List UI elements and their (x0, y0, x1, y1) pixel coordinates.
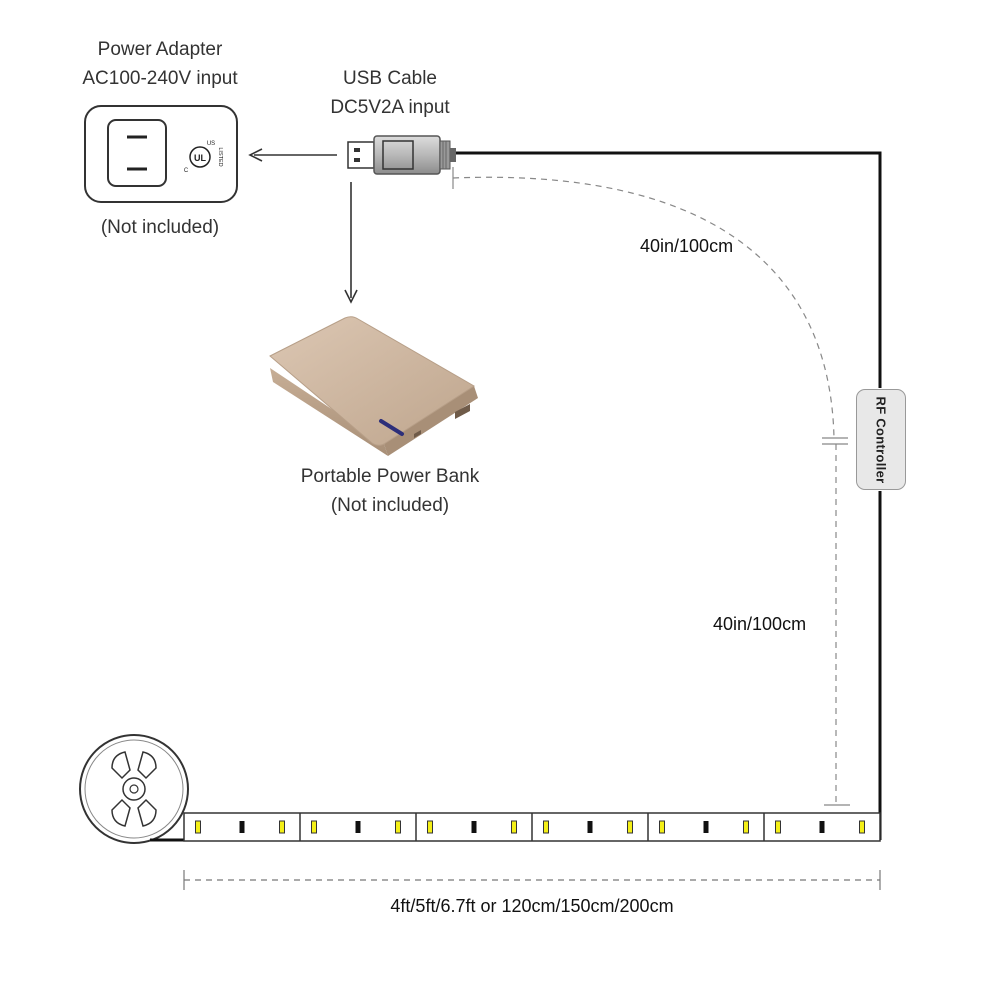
resistor (239, 821, 245, 833)
usb-cable-title: USB Cable (343, 68, 437, 89)
led-chip (427, 820, 433, 834)
power-bank-top (269, 316, 475, 446)
lower-cable-length: 40in/100cm (713, 614, 807, 634)
micro-usb-port-icon (414, 430, 421, 438)
led-chip (395, 820, 401, 834)
strip-segment (299, 813, 401, 841)
ul-listed-mark: LISTED (217, 147, 223, 166)
upper-cable-dimension (452, 167, 850, 806)
power-adapter-label: Power Adapter AC100-240V input (60, 35, 260, 93)
power-bank-title: Portable Power Bank (300, 466, 480, 487)
usb-cable-input: DC5V2A input (330, 97, 450, 118)
usb-wire (456, 151, 882, 388)
led-chip (859, 820, 865, 834)
led-chip (775, 820, 781, 834)
strip-segment (415, 813, 517, 841)
ul-c-mark: C (184, 168, 189, 174)
led-strip (183, 812, 881, 842)
led-chip (659, 820, 665, 834)
ul-us-mark: US (207, 141, 215, 147)
upper-cable-length: 40in/100cm (640, 236, 734, 256)
led-chip (511, 820, 517, 834)
rf-controller[interactable]: RF Controller (856, 389, 906, 490)
power-bank (269, 316, 478, 456)
power-bank-label: Portable Power Bank (Not included) (270, 462, 510, 520)
strip-segment (531, 813, 633, 841)
led-chip (627, 820, 633, 834)
power-adapter-title: Power Adapter (97, 39, 223, 60)
power-bank-note: (Not included) (330, 495, 450, 516)
arrow-to-power-bank (344, 182, 358, 304)
rf-controller-label: RF Controller (873, 396, 889, 483)
power-adapter-socket (107, 119, 167, 187)
strip-segment (195, 820, 285, 834)
resistor (819, 821, 825, 833)
ul-mark: UL (194, 153, 206, 163)
usb-port-icon (455, 404, 470, 419)
led-chip (543, 820, 549, 834)
power-adapter: UL C US LISTED (84, 105, 238, 203)
led-chip (743, 820, 749, 834)
strip-length-dimension (183, 870, 881, 890)
strip-segment (763, 813, 865, 841)
resistor (355, 821, 361, 833)
led-reel-icon (79, 734, 189, 844)
strip-segment (647, 813, 749, 841)
power-bank-indicator (379, 419, 404, 436)
power-bank-front (384, 386, 478, 456)
usb-cable-label: USB Cable DC5V2A input (300, 64, 480, 122)
ul-listed-icon (189, 146, 211, 168)
usb-plug-icon (347, 135, 456, 175)
resistor (471, 821, 477, 833)
power-adapter-input: AC100-240V input (82, 68, 238, 89)
strip-length-label: 4ft/5ft/6.7ft or 120cm/150cm/200cm (390, 896, 674, 916)
power-adapter-note: (Not included) (100, 217, 220, 238)
power-bank-side (270, 368, 388, 456)
resistor (703, 821, 709, 833)
resistor (587, 821, 593, 833)
led-chip (195, 820, 201, 834)
led-chip (279, 820, 285, 834)
led-chip (311, 820, 317, 834)
arrow-to-adapter (248, 148, 337, 162)
